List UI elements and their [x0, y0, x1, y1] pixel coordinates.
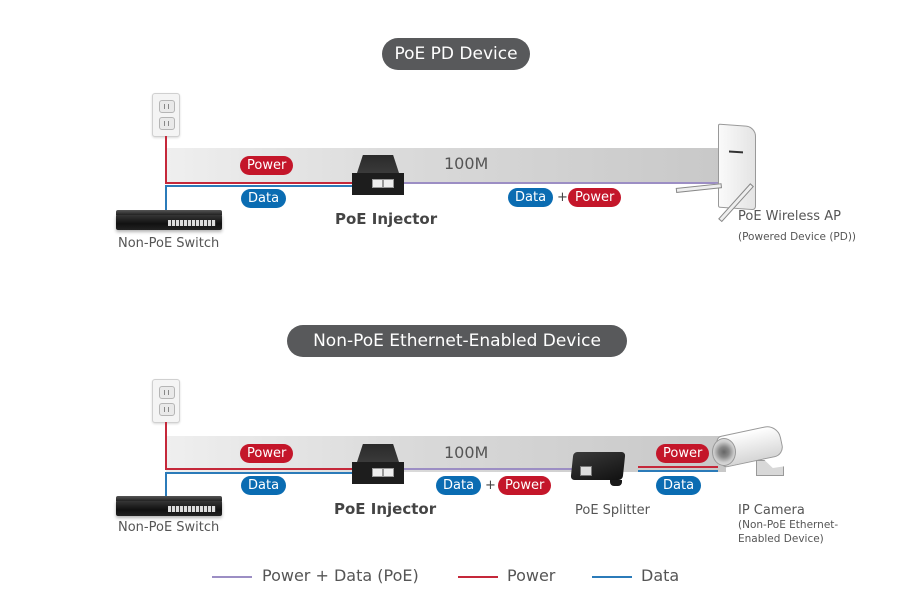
plus-sign: + — [485, 478, 496, 493]
poe-line — [402, 182, 724, 184]
data-line-vertical — [165, 472, 167, 498]
data-line — [165, 185, 355, 187]
power-pill: Power — [240, 156, 294, 175]
legend-label-data: Data — [641, 566, 680, 585]
network-switch-icon — [116, 496, 222, 516]
data-pill: Data — [508, 188, 554, 207]
power-line — [165, 468, 355, 470]
endpoint-sublabel-line-2: Enabled Device) — [738, 533, 824, 545]
power-line-right — [638, 466, 718, 468]
data-line-right — [638, 470, 718, 472]
power-pill: Power — [656, 444, 710, 463]
splitter-label: PoE Splitter — [575, 503, 650, 518]
ip-camera-icon — [708, 423, 788, 486]
endpoint-label: IP Camera — [738, 503, 805, 518]
endpoint-sublabel: (Powered Device (PD)) — [738, 231, 857, 243]
legend-swatch-data — [592, 576, 632, 578]
power-pill: Power — [240, 444, 294, 463]
poe-injector-icon — [352, 444, 404, 484]
diagram-title: PoE PD Device — [382, 38, 530, 70]
injector-label: PoE Injector — [334, 500, 437, 518]
plus-sign: + — [557, 190, 568, 205]
power-line — [165, 182, 355, 184]
data-line-vertical — [165, 185, 167, 211]
switch-label: Non-PoE Switch — [118, 236, 220, 251]
power-line-vertical — [165, 136, 167, 184]
network-switch-icon — [116, 210, 222, 230]
power-pill: Power — [568, 188, 622, 207]
distance-label: 100M — [444, 154, 489, 173]
poe-line — [402, 468, 574, 470]
power-outlet-icon — [152, 379, 180, 423]
diagram-title: Non-PoE Ethernet-Enabled Device — [287, 325, 627, 357]
legend-label-poe: Power + Data (PoE) — [262, 566, 419, 585]
distance-label: 100M — [444, 443, 489, 462]
data-line — [165, 472, 355, 474]
legend-label-power: Power — [507, 566, 556, 585]
data-pill: Data — [241, 189, 287, 208]
power-outlet-icon — [152, 93, 180, 137]
legend-swatch-poe — [212, 576, 252, 578]
data-pill: Data — [656, 476, 702, 495]
poe-injector-icon — [352, 155, 404, 195]
endpoint-sublabel-line-1: (Non-PoE Ethernet- — [738, 519, 839, 531]
switch-label: Non-PoE Switch — [118, 520, 220, 535]
power-line-vertical — [165, 422, 167, 470]
endpoint-label: PoE Wireless AP — [738, 209, 841, 224]
power-pill: Power — [498, 476, 552, 495]
data-pill: Data — [241, 476, 287, 495]
data-pill: Data — [436, 476, 482, 495]
legend-swatch-power — [458, 576, 498, 578]
injector-label: PoE Injector — [335, 210, 438, 228]
poe-splitter-icon — [570, 446, 628, 486]
